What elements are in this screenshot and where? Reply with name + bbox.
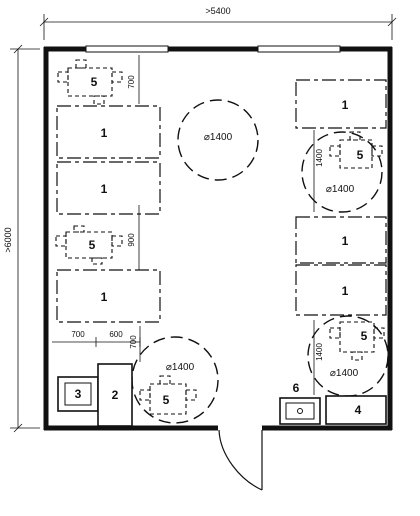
circle-bottom-center xyxy=(131,336,219,424)
seating-right-top xyxy=(329,131,383,169)
bed-label: 1 xyxy=(101,290,108,304)
dim-gap-right-top: 1400 xyxy=(315,149,324,167)
circle-label-center-top: ⌀1400 xyxy=(204,132,233,143)
dim-bottom-left-c: 700 xyxy=(129,335,138,349)
furniture-labels: 3 2 6 4 xyxy=(75,381,362,417)
dim-gap-right-bottom: 1400 xyxy=(315,343,324,361)
table-inner xyxy=(64,382,92,406)
seating-label: 5 xyxy=(89,238,96,252)
circle-label-bottom-center: ⌀1400 xyxy=(166,362,195,373)
seating-right-bottom xyxy=(329,321,385,361)
circle-right-top xyxy=(301,131,383,213)
seating-top-left xyxy=(57,59,123,105)
dim-height: >6000 xyxy=(3,227,13,252)
bed-label: 1 xyxy=(342,234,349,248)
bed-label: 1 xyxy=(342,98,349,112)
bed-left-3 xyxy=(56,269,161,323)
seating-bottom-center xyxy=(139,375,197,415)
fixed-furniture xyxy=(57,363,387,427)
bed-left-2 xyxy=(56,161,161,215)
table-label: 3 xyxy=(75,387,82,401)
seating-label: 5 xyxy=(361,329,368,343)
cabinet-unit xyxy=(325,395,387,425)
circle-label-right-top: ⌀1400 xyxy=(326,184,355,195)
dim-gap-top-left: 700 xyxy=(127,75,136,89)
bed-right-3 xyxy=(295,264,387,316)
bed-label: 1 xyxy=(342,284,349,298)
dim-gap-left-middle: 900 xyxy=(127,233,136,247)
wardrobe-label: 2 xyxy=(112,388,119,402)
circle-label-right-bottom: ⌀1400 xyxy=(330,368,359,379)
circle-labels: ⌀1400 ⌀1400 ⌀1400 ⌀1400 xyxy=(166,132,359,379)
seating-middle-left xyxy=(55,225,123,265)
windows xyxy=(85,45,341,53)
seating-label: 5 xyxy=(91,75,98,89)
seating-groups xyxy=(55,59,385,415)
door-swing xyxy=(218,429,263,491)
seating-label: 5 xyxy=(357,148,364,162)
beds xyxy=(56,79,387,323)
window-right xyxy=(257,45,341,53)
bed-labels: 1 1 1 1 1 1 xyxy=(101,98,349,304)
bed-label: 1 xyxy=(101,126,108,140)
dim-bottom-left-a: 700 xyxy=(71,330,85,339)
bed-right-1 xyxy=(295,79,387,129)
cabinet-label: 4 xyxy=(355,403,362,417)
window-left xyxy=(85,45,169,53)
sink-drain xyxy=(297,408,303,414)
wardrobe-unit xyxy=(97,363,133,427)
dimension-labels: >5400 >6000 700 900 1400 1400 700 600 70… xyxy=(3,6,324,361)
bed-label: 1 xyxy=(101,182,108,196)
bed-right-2 xyxy=(295,216,387,264)
door xyxy=(218,429,263,491)
seating-label: 5 xyxy=(163,393,170,407)
sink-label: 6 xyxy=(293,381,300,395)
circle-center-top xyxy=(177,99,259,181)
dim-width: >5400 xyxy=(205,6,230,16)
dim-bottom-left-b: 600 xyxy=(109,330,123,339)
dimension-lines xyxy=(10,14,397,433)
bed-left-1 xyxy=(56,105,161,159)
seating-labels: 5 5 5 5 5 xyxy=(89,75,368,407)
